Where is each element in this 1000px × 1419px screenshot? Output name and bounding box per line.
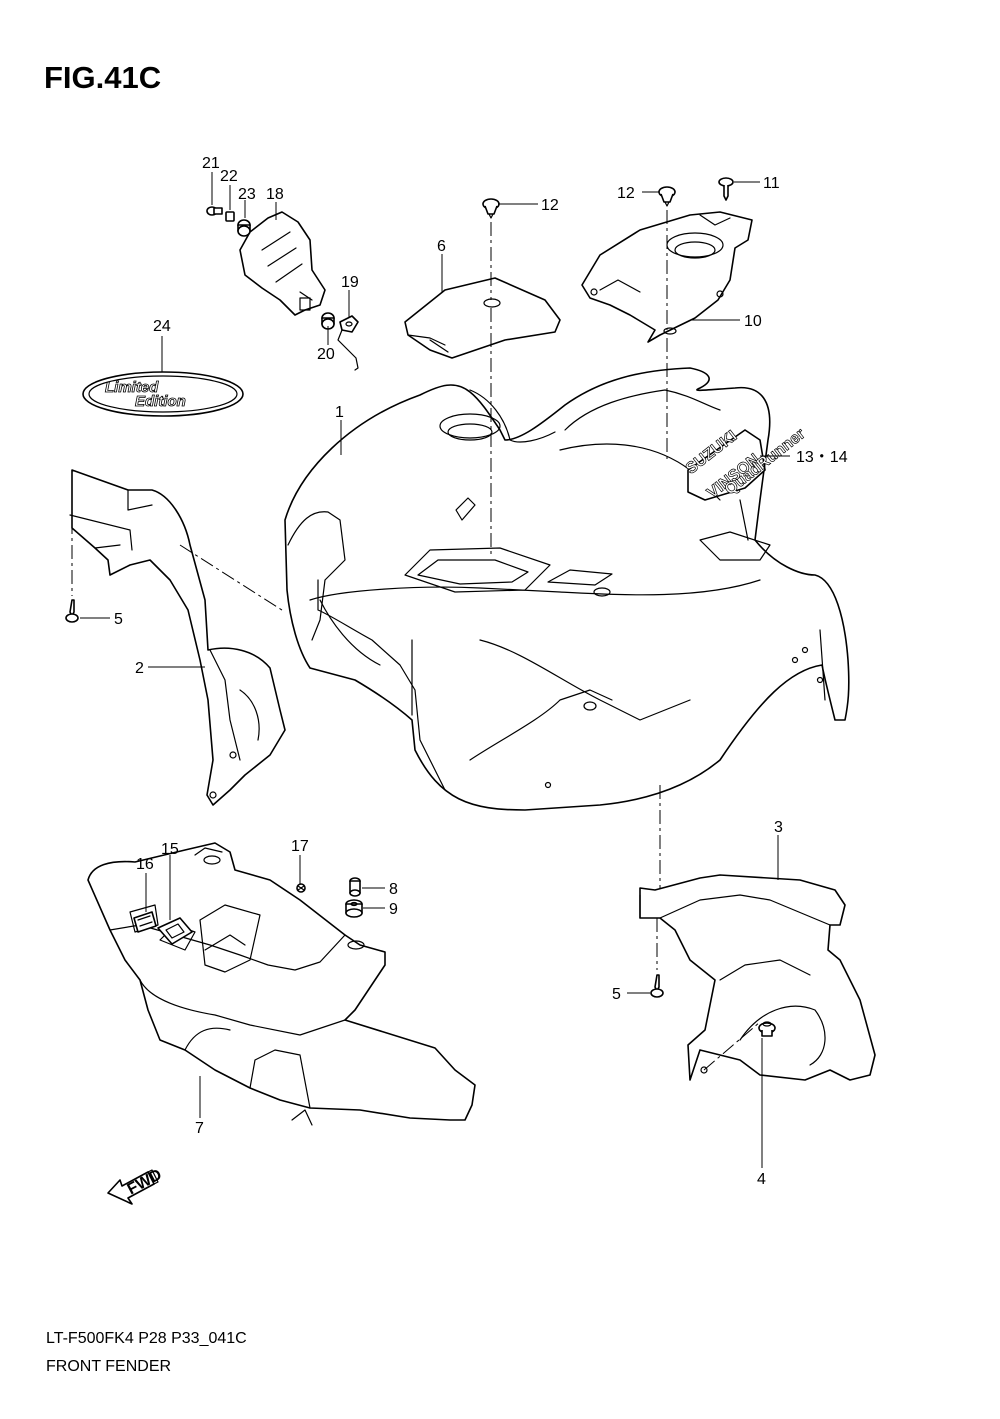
front-fender-main: VINSON SUZUKI QuadRunner bbox=[284, 367, 850, 811]
collar-22-icon bbox=[225, 211, 235, 222]
label-part-2: 2 bbox=[135, 660, 144, 677]
emblem-line1: Limited bbox=[105, 379, 159, 396]
label-part-9: 9 bbox=[389, 901, 398, 918]
label-part-5a: 5 bbox=[114, 611, 123, 628]
hardware bbox=[65, 177, 776, 1037]
figure-title: FIG.41C bbox=[44, 60, 162, 95]
label-part-11: 11 bbox=[763, 175, 780, 192]
section-name: FRONT FENDER bbox=[46, 1358, 172, 1375]
fwd-arrow-icon: FWD bbox=[107, 1166, 165, 1205]
clip-12b-icon bbox=[658, 186, 676, 207]
clip-4-icon bbox=[758, 1021, 776, 1037]
label-part-8: 8 bbox=[389, 881, 398, 898]
label-part-17: 17 bbox=[291, 838, 309, 855]
label-part-16: 16 bbox=[136, 856, 154, 873]
right-inner-fender bbox=[639, 874, 876, 1081]
limited-edition-emblem: Limited Edition bbox=[82, 371, 244, 417]
part-number-labels: 21 22 23 18 19 20 24 6 12 12 11 10 1 13・… bbox=[114, 155, 848, 1188]
label-part-3: 3 bbox=[774, 819, 783, 836]
collar-8-icon bbox=[349, 877, 361, 897]
label-part-4: 4 bbox=[757, 1171, 766, 1188]
emblem-line2: Edition bbox=[135, 393, 186, 410]
emblem-16-icon bbox=[133, 911, 157, 933]
left-inner-fender bbox=[69, 469, 286, 806]
label-part-12b: 12 bbox=[617, 185, 635, 202]
model-code: LT-F500FK4 P28 P33_041C bbox=[46, 1330, 247, 1347]
front-bumper-guard bbox=[87, 842, 476, 1126]
screw-5a-icon bbox=[65, 599, 79, 623]
label-part-21: 21 bbox=[202, 155, 220, 172]
label-part-15: 15 bbox=[161, 841, 179, 858]
bracket-18 bbox=[239, 211, 326, 316]
center-lines bbox=[71, 210, 761, 1071]
grommet-9-icon bbox=[345, 899, 363, 918]
fwd-arrow-label: FWD bbox=[125, 1166, 165, 1198]
label-part-1: 1 bbox=[335, 404, 344, 421]
label-part-6: 6 bbox=[437, 238, 446, 255]
label-part-22: 22 bbox=[220, 168, 238, 185]
clip-19-icon bbox=[337, 315, 359, 371]
label-part-18: 18 bbox=[266, 186, 284, 203]
upper-cover bbox=[581, 211, 753, 343]
label-part-12a: 12 bbox=[541, 197, 559, 214]
label-part-10: 10 bbox=[744, 313, 762, 330]
label-part-20: 20 bbox=[317, 346, 335, 363]
bolt-21-icon bbox=[206, 206, 223, 216]
label-part-5b: 5 bbox=[612, 986, 621, 1003]
nut-17-icon bbox=[296, 883, 306, 893]
leader-lines bbox=[80, 172, 790, 1168]
grommet-20-icon bbox=[321, 312, 335, 330]
screw-11-icon bbox=[718, 177, 734, 201]
label-part-19: 19 bbox=[341, 274, 359, 291]
clip-12a-icon bbox=[482, 198, 500, 219]
cover-plate bbox=[404, 277, 561, 359]
grommet-23-icon bbox=[237, 219, 251, 237]
label-part-23: 23 bbox=[238, 186, 256, 203]
label-part-24: 24 bbox=[153, 318, 171, 335]
screw-5b-icon bbox=[650, 974, 664, 998]
label-part-13-14: 13・14 bbox=[796, 449, 848, 466]
emblem-15-icon bbox=[157, 917, 193, 945]
label-part-7: 7 bbox=[195, 1120, 204, 1137]
